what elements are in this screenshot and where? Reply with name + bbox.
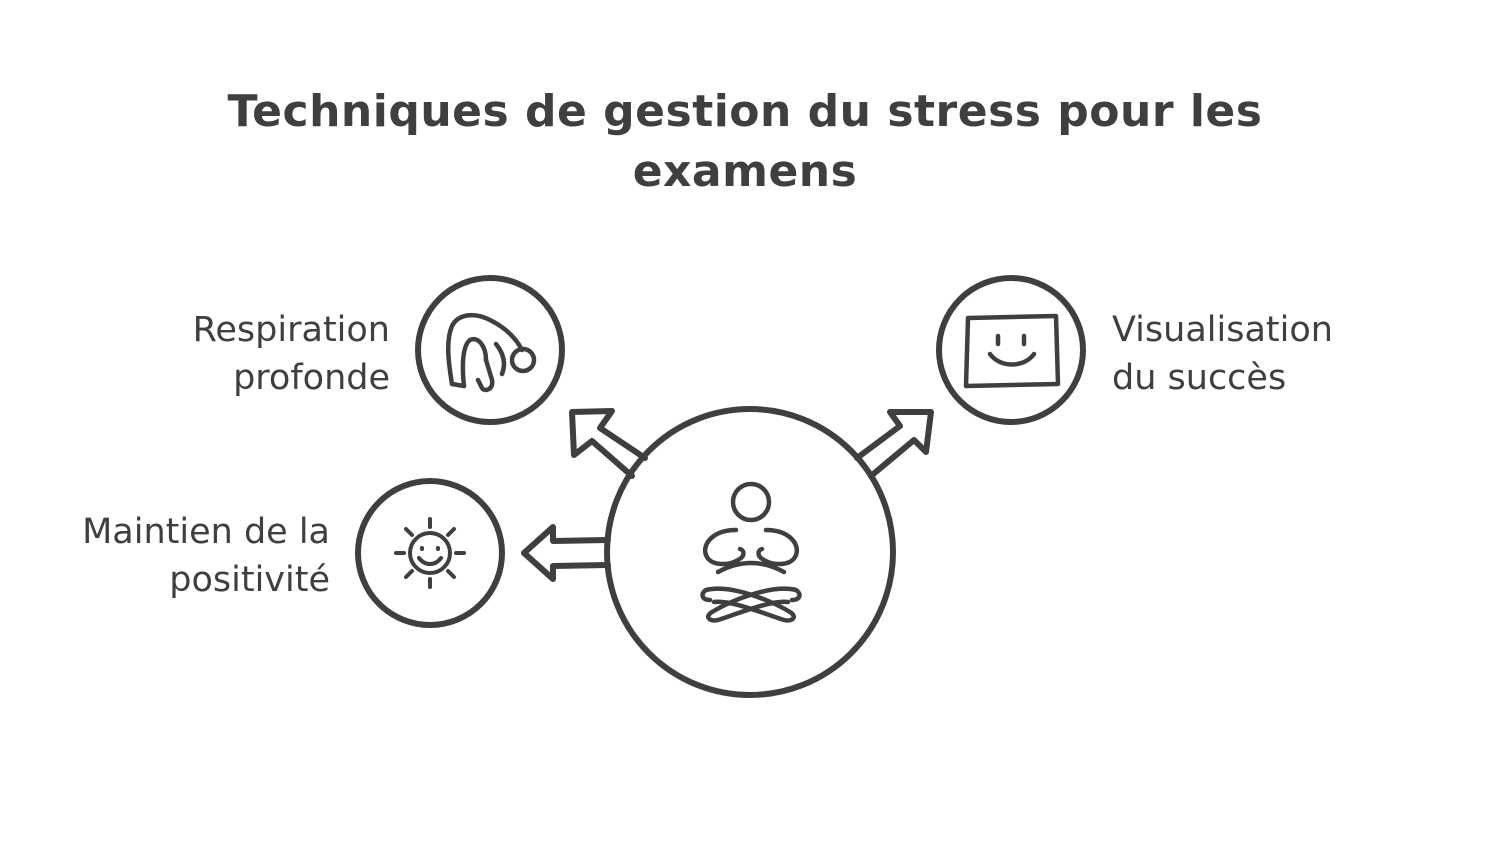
meditation-person-icon — [700, 481, 802, 623]
arrow-positivite — [521, 524, 611, 582]
visualisation-circle — [936, 275, 1086, 425]
label-respiration-line-1: Respiration — [192, 310, 390, 350]
smiling-sun-icon — [394, 517, 466, 589]
diagram-title: Techniques de gestion du stress pour les… — [227, 86, 1263, 197]
label-respiration-line-2: profonde — [233, 358, 390, 398]
stretching-person-icon — [446, 312, 537, 393]
arrow-respiration — [569, 408, 648, 479]
label-positivite-line-2: positivité — [169, 560, 330, 600]
label-visualisation: Visualisation du succès — [1112, 306, 1412, 402]
arrow-visualisation — [854, 409, 934, 479]
positivite-circle — [355, 478, 505, 628]
center-circle — [604, 406, 896, 698]
smiley-screen-icon — [963, 313, 1061, 389]
label-respiration: Respiration profonde — [130, 306, 390, 402]
label-positivite: Maintien de la positivité — [30, 508, 330, 604]
respiration-circle — [415, 275, 565, 425]
label-visualisation-line-1: Visualisation — [1112, 310, 1333, 350]
label-visualisation-line-2: du succès — [1112, 358, 1287, 398]
label-positivite-line-1: Maintien de la — [82, 512, 330, 552]
